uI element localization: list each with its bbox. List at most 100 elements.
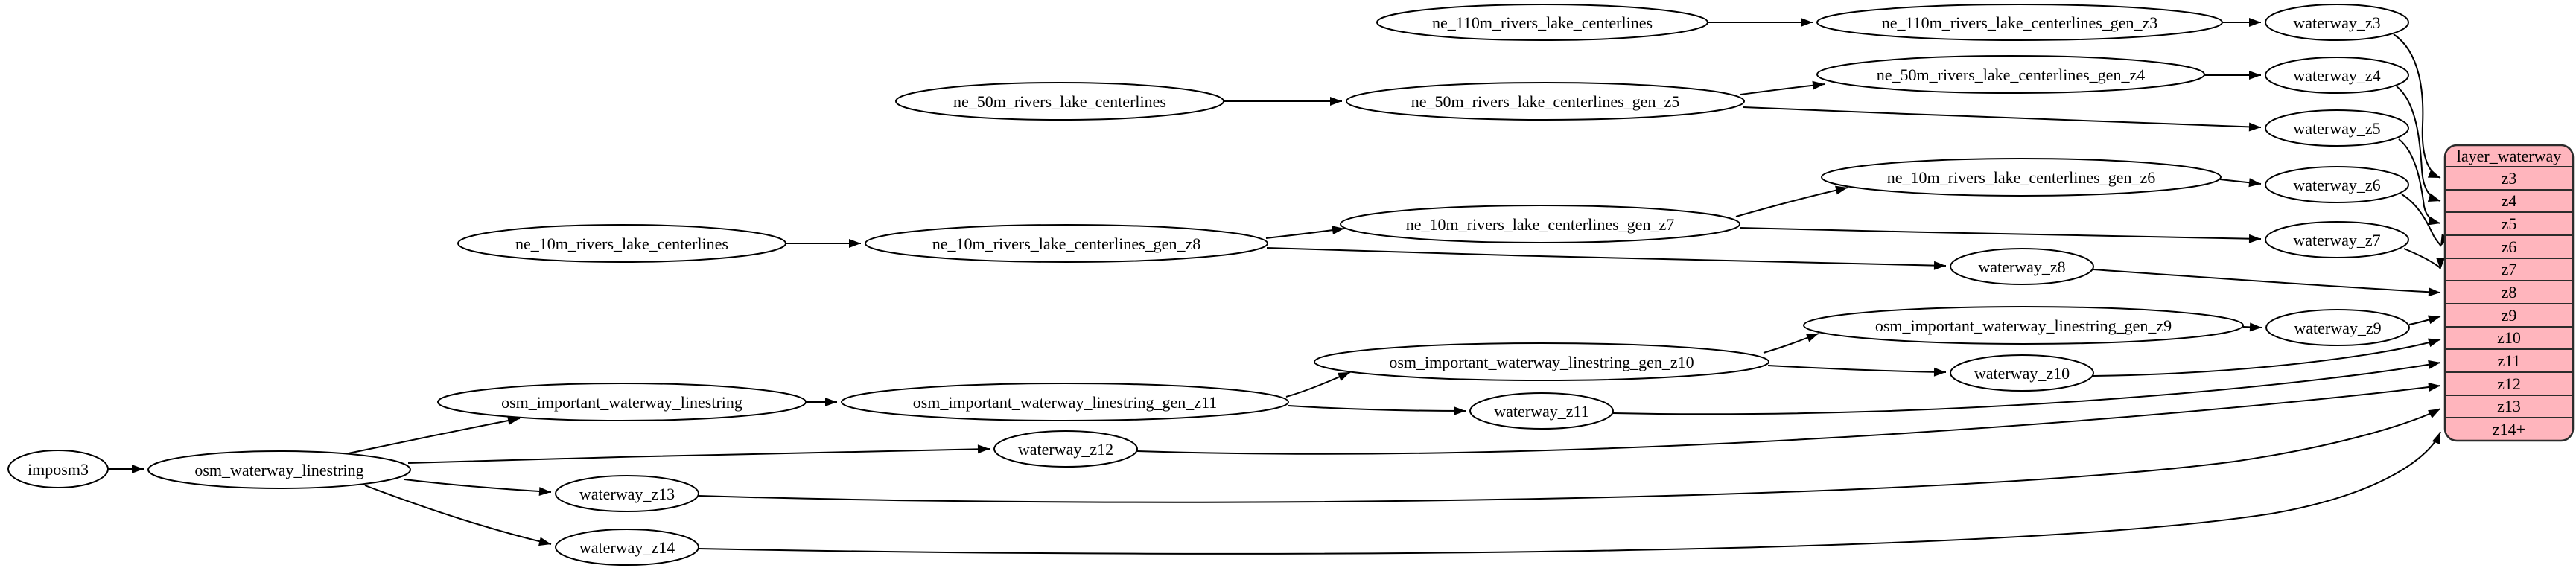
record-row-z11-label: z11 (2498, 351, 2521, 370)
node-ne-10m-rivers-lake-centerlines: ne_10m_rivers_lake_centerlines (457, 224, 786, 263)
node-osm-important-waterway-linestring-gen-z9: osm_important_waterway_linestring_gen_z9 (1803, 306, 2244, 345)
edge-waterway-z13-to-row-z13 (698, 408, 2441, 503)
node-imposm3-label: imposm3 (28, 460, 89, 479)
node-ne-10m-gen-z6-label: ne_10m_rivers_lake_centerlines_gen_z6 (1887, 168, 2155, 187)
node-waterway-z6: waterway_z6 (2265, 166, 2409, 203)
node-waterway-z7: waterway_z7 (2265, 221, 2409, 258)
node-waterway-z10-shape (1950, 354, 2094, 392)
record-row-z13-label: z13 (2497, 397, 2521, 415)
edge-waterway-z11-to-row-z11 (1612, 360, 2441, 415)
record-row-z9-label: z9 (2502, 306, 2517, 325)
node-ne-110m-label: ne_110m_rivers_lake_centerlines (1432, 13, 1653, 32)
node-osm-waterway-linestring-label: osm_waterway_linestring (194, 461, 363, 479)
edge-gen-z5-to-waterway-z5 (1743, 106, 2262, 132)
node-osm-important-waterway-linestring-label: osm_important_waterway_linestring (501, 393, 742, 412)
node-waterway-z9-shape (2265, 309, 2410, 346)
node-waterway-z6-label: waterway_z6 (2293, 176, 2380, 194)
node-waterway-z13: waterway_z13 (555, 475, 699, 512)
node-ne-110m-gen-z3-label: ne_110m_rivers_lake_centerlines_gen_z3 (1882, 13, 2158, 32)
edge-waterway-z9-to-row-z9 (2408, 315, 2441, 325)
node-ne-110m-rivers-lake-centerlines-gen-z3: ne_110m_rivers_lake_centerlines_gen_z3 (1816, 4, 2223, 41)
node-gen-z10-shape (1314, 342, 1769, 381)
edge-waterway-z14-to-row-z14 (698, 431, 2441, 555)
node-waterway-z8-label: waterway_z8 (1978, 258, 2065, 276)
node-imposm3: imposm3 (7, 450, 109, 488)
edge-gen-z8-to-gen-z7 (1265, 226, 1345, 239)
node-ne-10m-gen-z8-label: ne_10m_rivers_lake_centerlines_gen_z8 (932, 234, 1200, 253)
node-waterway-z10: waterway_z10 (1950, 354, 2094, 392)
record-row-z6-label: z6 (2502, 237, 2517, 256)
edge-gen-z5-to-gen-z4 (1740, 80, 1825, 95)
record-row-z7-label: z7 (2502, 260, 2517, 278)
node-osm-important-waterway-linestring-shape (437, 383, 807, 421)
node-waterway-z12-label: waterway_z12 (1018, 440, 1113, 459)
edge-gen-z10-to-gen-z9 (1763, 333, 1819, 354)
edge-gen-z8-to-waterway-z8 (1266, 247, 1947, 270)
node-waterway-z7-shape (2265, 221, 2409, 258)
node-waterway-z4-shape (2265, 57, 2409, 94)
node-ne-10m-rivers-lake-centerlines-gen-z6: ne_10m_rivers_lake_centerlines_gen_z6 (1821, 158, 2222, 197)
node-waterway-z3-shape (2265, 4, 2409, 41)
node-waterway-z9: waterway_z9 (2265, 309, 2410, 346)
node-waterway-z13-label: waterway_z13 (579, 485, 675, 503)
node-waterway-z9-label: waterway_z9 (2294, 319, 2381, 337)
edge-waterway-z6-to-row-z6 (2401, 194, 2450, 247)
node-ne-50m-gen-z4-label: ne_50m_rivers_lake_centerlines_gen_z4 (1877, 66, 2145, 84)
node-ne-10m-gen-z6-shape (1821, 158, 2222, 197)
node-ne-50m-rivers-lake-centerlines-gen-z5: ne_50m_rivers_lake_centerlines_gen_z5 (1346, 82, 1745, 121)
edge-osm-waterway-to-osm-important-waterway (348, 416, 521, 454)
edge-gen-z6-to-waterway-z6 (2219, 178, 2262, 188)
record-row-z12-label: z12 (2497, 374, 2521, 393)
edge-waterway-z10-to-row-z10 (2093, 338, 2441, 377)
edge-waterway-z8-to-row-z8 (2093, 269, 2441, 297)
node-waterway-z5: waterway_z5 (2265, 109, 2409, 147)
node-waterway-z6-shape (2265, 166, 2409, 203)
node-waterway-z14-shape (555, 529, 699, 566)
node-waterway-z14: waterway_z14 (555, 529, 699, 566)
node-waterway-z12-shape (993, 430, 1138, 468)
edge-waterway-z7-to-row-z7 (2403, 248, 2445, 270)
node-waterway-z5-shape (2265, 109, 2409, 147)
node-waterway-z14-label: waterway_z14 (579, 538, 675, 557)
node-osm-important-waterway-linestring-gen-z11: osm_important_waterway_linestring_gen_z1… (841, 383, 1289, 421)
node-ne-10m-shape (457, 224, 786, 263)
edge-osm-waterway-to-waterway-z12 (407, 444, 990, 464)
node-osm-important-waterway-linestring-gen-z10: osm_important_waterway_linestring_gen_z1… (1314, 342, 1769, 381)
edge-gen-z7-to-waterway-z7 (1739, 227, 2262, 243)
record-row-z10-label: z10 (2497, 328, 2521, 347)
node-ne-50m-rivers-lake-centerlines: ne_50m_rivers_lake_centerlines (895, 82, 1224, 121)
record-row-z3-label: z3 (2502, 169, 2517, 188)
node-gen-z9-shape (1803, 306, 2244, 345)
record-row-z14-label: z14+ (2493, 420, 2525, 438)
edge-gen-z9-to-waterway-z9 (2242, 322, 2262, 332)
edge-waterway-z12-to-row-z12 (1136, 383, 2441, 455)
node-osm-waterway-linestring: osm_waterway_linestring (147, 450, 411, 489)
edge-gen-z10-to-waterway-z10 (1767, 365, 1947, 377)
node-layer-waterway: layer_waterway z3 z4 z5 z6 z7 z8 z9 z10 … (2443, 144, 2575, 442)
node-ne-110m-rivers-lake-centerlines: ne_110m_rivers_lake_centerlines (1376, 4, 1708, 41)
edge-layer (108, 18, 2450, 555)
edge-gen-z11-to-gen-z10 (1285, 371, 1351, 398)
node-waterway-z4: waterway_z4 (2265, 57, 2409, 94)
node-ne-10m-gen-z7-shape (1340, 205, 1740, 243)
node-ne-50m-gen-z5-shape (1346, 82, 1745, 121)
edge-gen-z7-to-gen-z6 (1735, 185, 1848, 217)
node-ne-10m-gen-z8-shape (865, 224, 1268, 263)
node-waterway-z12: waterway_z12 (993, 430, 1138, 468)
node-imposm3-shape (7, 450, 109, 488)
node-waterway-z5-label: waterway_z5 (2293, 119, 2380, 138)
node-ne-10m-rivers-lake-centerlines-gen-z8: ne_10m_rivers_lake_centerlines_gen_z8 (865, 224, 1268, 263)
node-ne-110m-gen-z3-shape (1816, 4, 2223, 41)
node-osm-waterway-linestring-shape (147, 450, 411, 489)
node-waterway-z3-label: waterway_z3 (2293, 13, 2380, 32)
node-ne-10m-rivers-lake-centerlines-gen-z7: ne_10m_rivers_lake_centerlines_gen_z7 (1340, 205, 1740, 243)
node-ne-50m-gen-z5-label: ne_50m_rivers_lake_centerlines_gen_z5 (1411, 92, 1679, 111)
layer-waterway-title: layer_waterway (2457, 147, 2561, 165)
edge-gen-z11-to-waterway-z11 (1288, 405, 1466, 415)
node-waterway-z8-shape (1950, 248, 2094, 285)
node-ne-50m-label: ne_50m_rivers_lake_centerlines (953, 92, 1166, 111)
node-osm-important-waterway-linestring: osm_important_waterway_linestring (437, 383, 807, 421)
node-waterway-z4-label: waterway_z4 (2293, 66, 2380, 85)
node-ne-50m-rivers-lake-centerlines-gen-z4: ne_50m_rivers_lake_centerlines_gen_z4 (1816, 55, 2205, 94)
